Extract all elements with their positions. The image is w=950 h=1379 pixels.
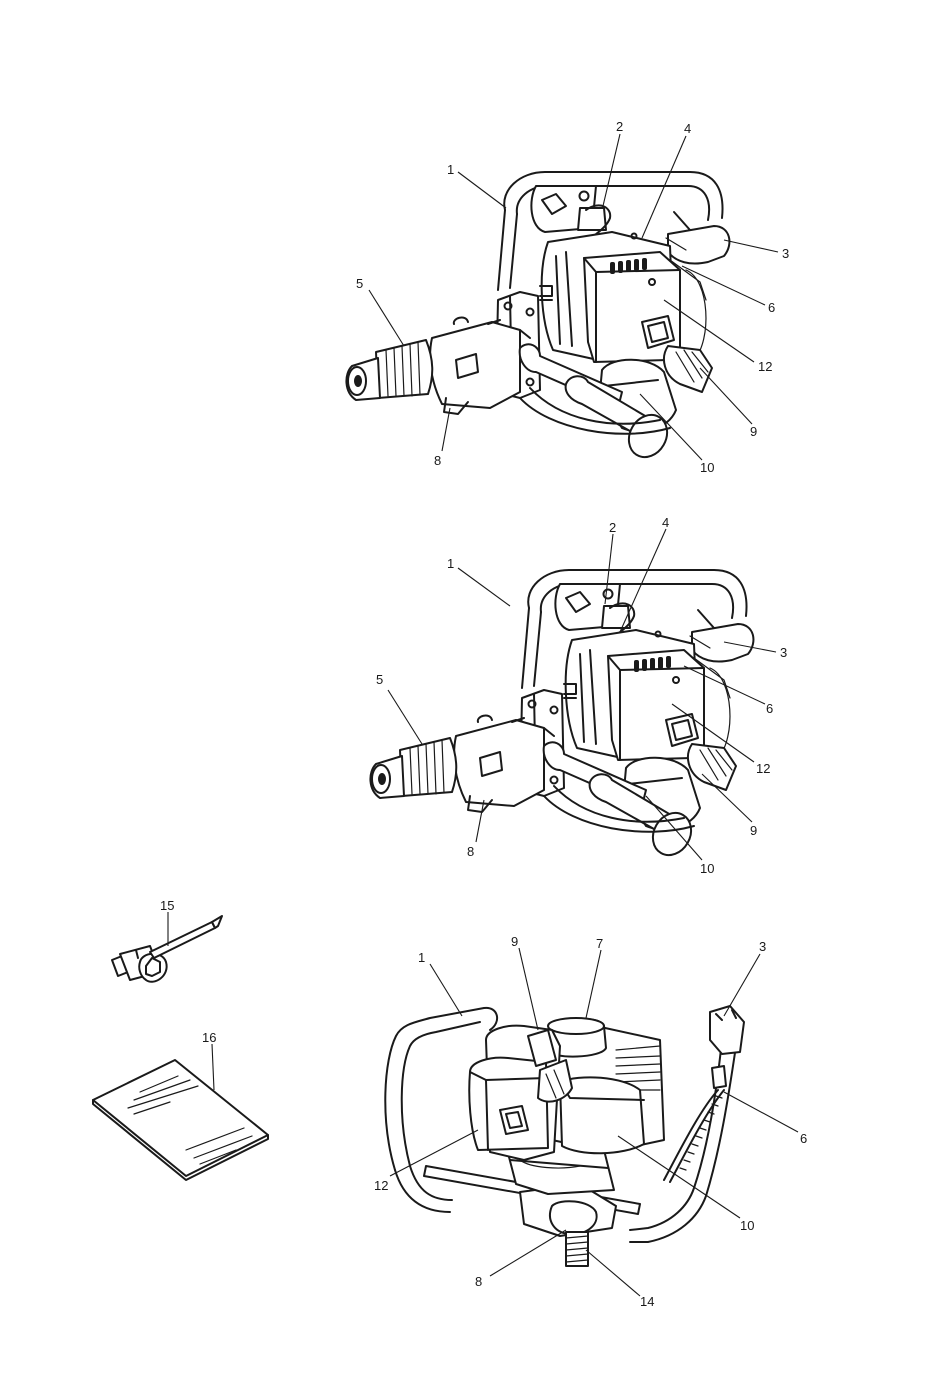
- callout-4-middle: 4: [662, 515, 669, 530]
- callout-5-top: 5: [356, 276, 363, 291]
- callout-1-top: 1: [447, 162, 454, 177]
- callout-10-top: 10: [700, 460, 714, 475]
- callout-3-bottom: 3: [759, 939, 766, 954]
- callout-10-bottom: 10: [740, 1218, 754, 1233]
- callout-14-bottom: 14: [640, 1294, 654, 1309]
- callout-8-middle: 8: [467, 844, 474, 859]
- callout-3-middle: 3: [780, 645, 787, 660]
- drill-view-top: 1 2 4 3 5 6 12 9 8 10: [346, 119, 789, 475]
- auger-view-bottom: 1 9 7 3 6 12 10 8 14: [374, 934, 807, 1309]
- callout-15-accessory: 15: [160, 898, 174, 913]
- callout-1-middle: 1: [447, 556, 454, 571]
- callout-8-top: 8: [434, 453, 441, 468]
- callout-10-middle: 10: [700, 861, 714, 876]
- drill-illustration-top: [346, 172, 729, 464]
- callout-7-bottom: 7: [596, 936, 603, 951]
- callout-6-top: 6: [768, 300, 775, 315]
- callout-12-bottom: 12: [374, 1178, 388, 1193]
- callout-9-top: 9: [750, 424, 757, 439]
- callout-5-middle: 5: [376, 672, 383, 687]
- callout-12-top: 12: [758, 359, 772, 374]
- callout-4-top: 4: [684, 121, 691, 136]
- callout-2-middle: 2: [609, 520, 616, 535]
- callout-12-middle: 12: [756, 761, 770, 776]
- callout-3-top: 3: [782, 246, 789, 261]
- callout-1-bottom: 1: [418, 950, 425, 965]
- callout-9-bottom: 9: [511, 934, 518, 949]
- callout-16-accessory: 16: [202, 1030, 216, 1045]
- callout-8-bottom: 8: [475, 1274, 482, 1289]
- callout-2-top: 2: [616, 119, 623, 134]
- callout-9-middle: 9: [750, 823, 757, 838]
- drill-view-middle: 1 2 4 3 5 6 12 9 8 10: [370, 515, 787, 876]
- drill-illustration-middle: [370, 570, 753, 862]
- spanner-tool: 15: [112, 898, 222, 982]
- callout-6-middle: 6: [766, 701, 773, 716]
- callout-6-bottom: 6: [800, 1131, 807, 1146]
- instruction-manual: 16: [93, 1030, 268, 1180]
